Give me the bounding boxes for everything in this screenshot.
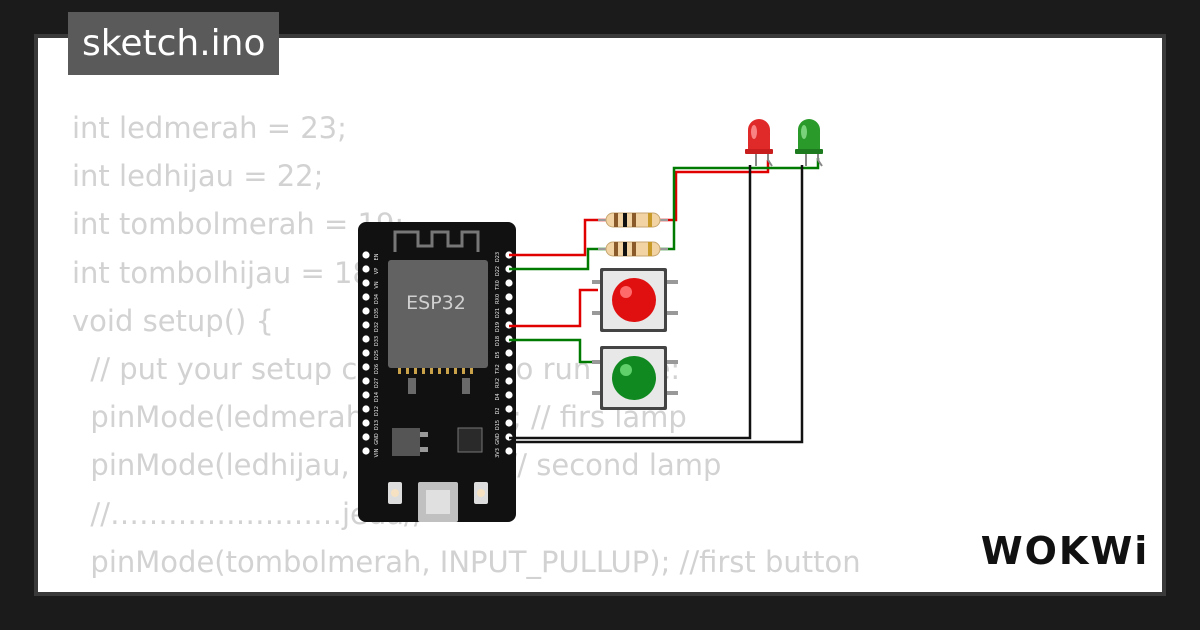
pin-label: TX2 [495,364,501,375]
pin-label: RX2 [495,378,501,388]
code-line: int ledmerah = 23; [72,111,347,145]
pin-label: D15 [495,420,501,430]
code-line: pinMode(tombolmerah, INPUT_PULLUP); //fi… [72,544,861,579]
pin-label: D35 [374,308,380,318]
pushbutton-red [592,268,678,332]
pin-label: D34 [374,294,380,304]
pin-label: TX0 [495,280,501,291]
led-red [745,119,773,167]
wire-ground-red [509,165,752,440]
esp32-module [388,260,488,368]
pin-label: D2 [495,407,501,414]
wire-button-red [509,288,598,328]
pin-label: EN [374,253,380,260]
pin-label: VP [374,268,380,274]
wire-ground-green [509,165,804,444]
pin-label: GND [374,433,380,445]
pin-label: D33 [374,336,380,346]
pin-label: VN [374,281,380,288]
pin-label: VIN [374,448,380,457]
pin-label: D4 [495,393,501,400]
pin-label: D22 [495,266,501,276]
resistor-1 [598,212,668,228]
pin-label: 3V3 [495,448,501,458]
pin-label: D32 [374,322,380,332]
chip-label: ESP32 [406,292,466,314]
wire-led-red-signal [509,218,606,257]
led-green [795,119,823,167]
pin-label: D13 [374,420,380,430]
pin-label: D14 [374,392,380,402]
pushbutton-green [592,346,678,410]
wire-resistor-led-green [660,158,820,251]
pin-label: D18 [495,336,501,346]
wokwi-logo: WOKWi [981,529,1150,573]
wokwi-brand-text: WOKWi [981,529,1150,573]
resistor-2 [598,241,668,257]
pin-label: D19 [495,322,501,332]
pin-label: D12 [374,406,380,416]
esp32-board: EN VP VN D34 D35 D32 D33 D25 D26 D27 D14… [358,222,516,522]
pin-label: D25 [374,350,380,360]
filename-tab: sketch.ino [68,12,280,75]
right-pin-labels: D23 D22 TX0 RX0 D21 D19 D18 D5 TX2 RX2 D… [495,252,501,458]
wire-led-green-signal [509,247,606,271]
pin-label: D21 [495,308,501,318]
code-line: void setup() { [72,303,274,338]
left-pin-column [362,251,370,455]
pin-label: D26 [374,364,380,374]
pin-label: RX0 [495,294,501,304]
right-pin-column [505,251,513,455]
pin-label: D27 [374,378,380,388]
preview-card: int ledmerah = 23; int ledhijau = 22; int … [34,34,1166,596]
wires [509,158,820,444]
left-pin-labels: EN VP VN D34 D35 D32 D33 D25 D26 D27 D14… [374,253,380,457]
code-line: int ledhijau = 22; [72,159,324,194]
pin-label: D5 [495,351,501,358]
pin-label: GND [495,433,501,445]
wire-button-green [509,338,598,364]
pin-label: D23 [495,252,501,262]
code-line: int tombolhijau = 18; [72,255,381,290]
